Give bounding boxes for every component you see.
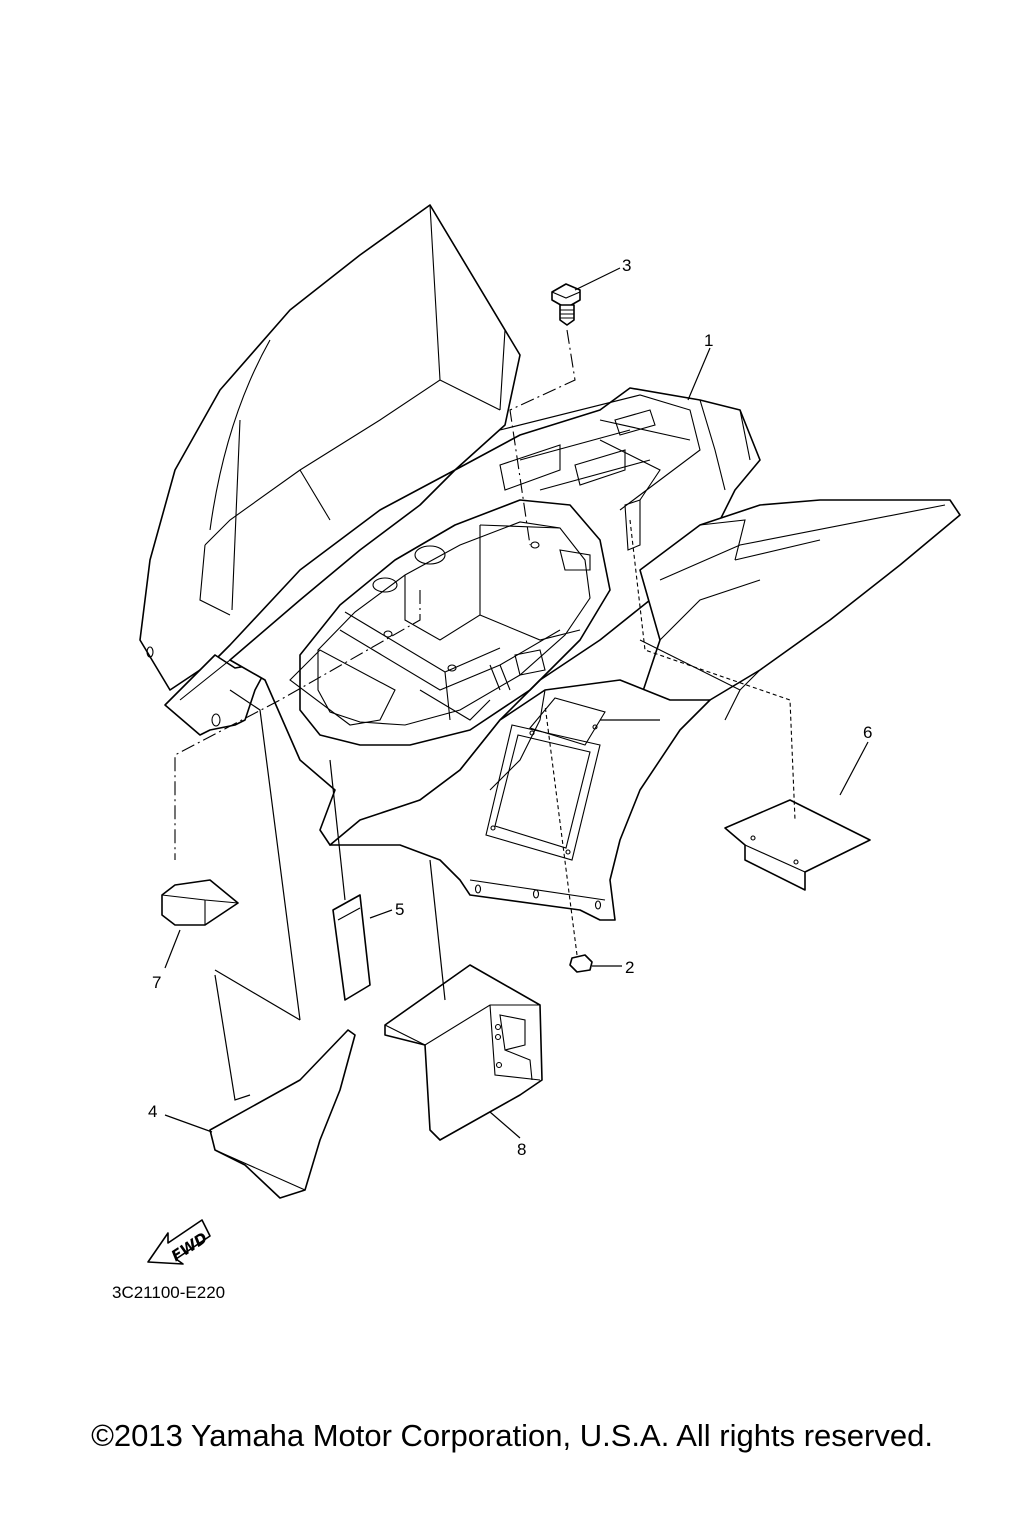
mud-guard-4 bbox=[209, 1029, 356, 1199]
plate-5 bbox=[332, 894, 371, 1001]
callout-2: 2 bbox=[625, 958, 634, 977]
callout-4: 4 bbox=[148, 1102, 157, 1121]
copyright-notice: ©2013 Yamaha Motor Corporation, U.S.A. A… bbox=[91, 1418, 933, 1453]
left-mudflap bbox=[164, 654, 271, 736]
bracket-8 bbox=[384, 964, 543, 1141]
left-fender-wing bbox=[139, 204, 521, 691]
callout-1: 1 bbox=[704, 331, 713, 350]
callout-8: 8 bbox=[517, 1140, 526, 1159]
bracket-7 bbox=[161, 879, 239, 926]
nut bbox=[569, 954, 593, 973]
right-side-panel bbox=[329, 679, 711, 921]
plate-6 bbox=[724, 799, 871, 891]
bolt bbox=[551, 283, 581, 326]
rear-fender bbox=[139, 204, 961, 921]
fwd-arrow-icon: FWD bbox=[147, 1219, 211, 1265]
callout-6: 6 bbox=[863, 723, 872, 742]
diagram-code: 3C21100-E220 bbox=[112, 1283, 226, 1302]
callout-7: 7 bbox=[152, 973, 161, 992]
callout-3: 3 bbox=[622, 256, 631, 275]
callout-5: 5 bbox=[395, 900, 404, 919]
assembly-lines bbox=[164, 267, 869, 1139]
